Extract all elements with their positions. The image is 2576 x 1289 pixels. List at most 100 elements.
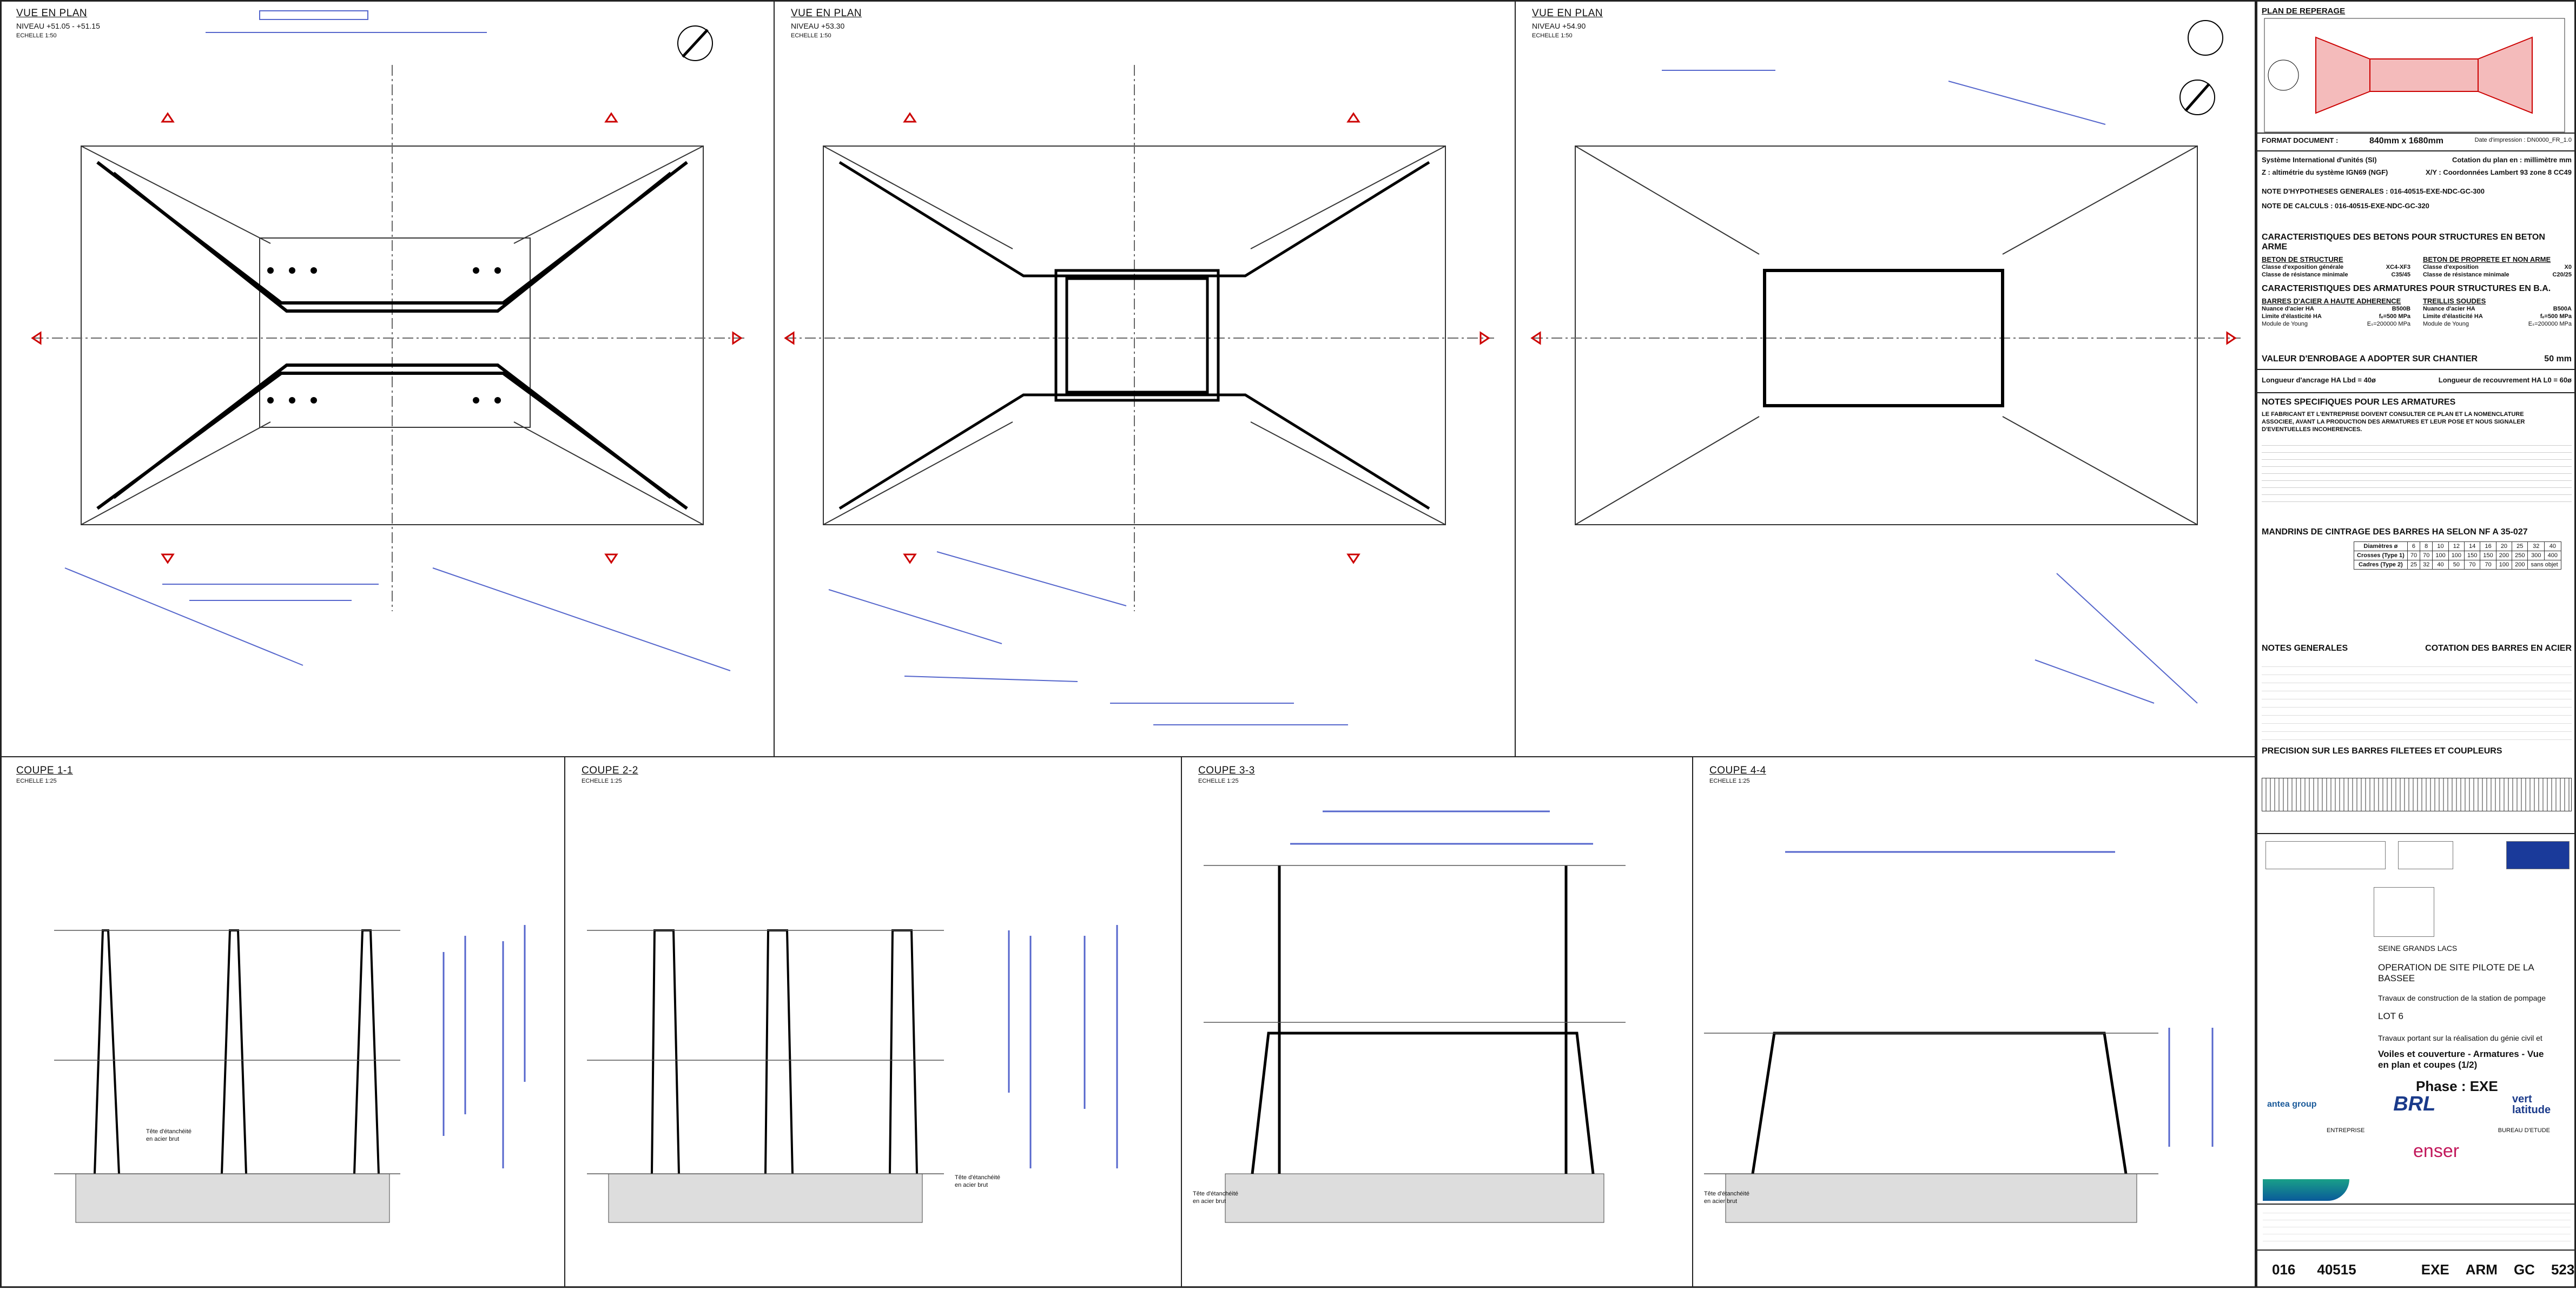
view-scale: ECHELLE 1:50: [16, 32, 57, 39]
enrobage-label: VALEUR D'ENROBAGE A ADOPTER SUR CHANTIER: [2262, 354, 2478, 363]
classe-res2-value: C20/25: [2552, 272, 2572, 278]
xy-system: X/Y : Coordonnées Lambert 93 zone 8 CC49: [2426, 168, 2572, 176]
cell: 200: [2512, 560, 2528, 570]
section-label: Tête d'étanchéité en acier brut: [1193, 1191, 1239, 1205]
module-label: Module de Young: [2262, 321, 2308, 327]
module2-label: Module de Young: [2422, 321, 2469, 327]
cell: 100: [2495, 560, 2513, 570]
view-title: VUE EN PLAN: [791, 8, 862, 19]
phase: Phase : EXE: [2416, 1078, 2498, 1094]
section-4: COUPE 4-4 ECHELLE 1:25 Tête d'étanchéité…: [1693, 757, 2256, 1288]
cell: 70: [2407, 551, 2421, 560]
units-block: Système International d'unités (SI)Cotat…: [2262, 156, 2572, 210]
concrete-title: CARACTERISTIQUES DES BETONS POUR STRUCTU…: [2262, 233, 2545, 252]
cell: 16: [2480, 541, 2496, 551]
cell: 25: [2407, 560, 2421, 570]
classe-res-value: C35/45: [2391, 272, 2411, 278]
cell: 200: [2495, 551, 2513, 560]
bureau-label: BUREAU D'ETUDE: [2498, 1127, 2550, 1134]
note-hypotheses: NOTE D'HYPOTHESES GENERALES : 016-40515-…: [2262, 187, 2485, 195]
view-level: NIVEAU +54.90: [1532, 22, 1586, 30]
section-2: COUPE 2-2 ECHELLE 1:25 Tête d'étanchéité…: [565, 757, 1182, 1288]
section-3: COUPE 3-3 ECHELLE 1:25 Tête d'étanchéité…: [1182, 757, 1693, 1288]
section-drawing-1: [54, 925, 526, 1223]
cell: 8: [2420, 541, 2433, 551]
treillis: TREILLIS SOUDES: [2422, 297, 2486, 305]
code-part: GC: [2513, 1261, 2535, 1278]
classe-expo-label: Classe d'exposition générale: [2262, 264, 2344, 270]
cadres-label: Cadres (Type 2): [2354, 560, 2408, 570]
cell: 25: [2512, 541, 2528, 551]
z-system: Z : altimétrie du système IGN69 (NGF): [2262, 168, 2388, 176]
format-value: 840mm x 1680mm: [2369, 136, 2443, 146]
code-part: ARM: [2465, 1261, 2498, 1278]
plan-view-3: VUE EN PLAN NIVEAU +54.90 ECHELLE 1:50: [1516, 0, 2256, 757]
antea-logo: antea group: [2267, 1099, 2317, 1109]
project-info: SEINE GRANDS LACS OPERATION DE SITE PILO…: [2262, 944, 2572, 1095]
general-notes-title: NOTES GENERALES: [2262, 644, 2348, 653]
cell: 20: [2495, 541, 2513, 551]
limite-value: fₑ=500 MPa: [2379, 313, 2411, 320]
plan-drawing-3: [1530, 20, 2241, 704]
enrobage-value: 50 mm: [2544, 354, 2572, 363]
cell: 70: [2480, 560, 2496, 570]
view-title: VUE EN PLAN: [16, 8, 88, 19]
cell: 150: [2464, 551, 2481, 560]
rebar-notes: NOTES SPECIFIQUES POUR LES ARMATURES LE …: [2262, 398, 2572, 504]
mandrins-title: MANDRINS DE CINTRAGE DES BARRES HA SELON…: [2262, 527, 2528, 537]
section-label: Tête d'étanchéité en acier brut: [955, 1174, 1001, 1188]
classe-expo2-label: Classe d'exposition: [2422, 264, 2479, 270]
nuance-value: B500B: [2392, 306, 2411, 312]
section-label: Tête d'étanchéité en acier brut: [1704, 1191, 1750, 1205]
rebar-characteristics: CARACTERISTIQUES DES ARMATURES POUR STRU…: [2262, 284, 2572, 328]
section-title: COUPE 1-1: [16, 765, 73, 776]
plan-view-2: VUE EN PLAN NIVEAU +53.30 ECHELLE 1:50: [775, 0, 1516, 757]
travaux: Travaux de construction de la station de…: [2378, 994, 2546, 1002]
wave-logo: [2263, 1179, 2349, 1201]
vert-latitude-logo: vert latitude: [2512, 1093, 2551, 1116]
cell: 40: [2432, 560, 2449, 570]
state-logo: [2398, 841, 2453, 869]
code-part: EXE: [2421, 1261, 2449, 1278]
recouvrement: Longueur de recouvrement HA L0 = 60ø: [2438, 376, 2572, 384]
cell: 50: [2448, 560, 2465, 570]
title-block: PLAN DE REPERAGE FORMAT DOCUMENT :840mm …: [2256, 0, 2576, 1288]
section-label: Tête d'étanchéité en acier brut: [146, 1128, 192, 1142]
module2-value: Eₛ=200000 MPa: [2528, 321, 2572, 327]
location-plan: [2264, 18, 2565, 133]
plan-reperage-title: PLAN DE REPERAGE: [2262, 6, 2346, 16]
cell: sans objet: [2527, 560, 2561, 570]
entreprise-label: ENTREPRISE: [2327, 1127, 2365, 1134]
section-1: COUPE 1-1 ECHELLE 1:25 Tête d'étanchéité…: [0, 757, 565, 1288]
nuance2-value: B500A: [2553, 306, 2572, 312]
cell: 32: [2527, 541, 2545, 551]
print-date: Date d'impression : DN0000_FR_1.0: [2474, 137, 2572, 143]
cell: 6: [2407, 541, 2421, 551]
enser-logo: enser: [2413, 1141, 2460, 1161]
classe-expo-value: XC4-XF3: [2386, 264, 2411, 270]
code-part: 40515: [2317, 1261, 2356, 1278]
seine-grands-lacs-logo: [2374, 887, 2434, 937]
cell: 70: [2420, 551, 2433, 560]
cell: 14: [2464, 541, 2481, 551]
cell: 32: [2420, 560, 2433, 570]
brl-logo: BRL: [2393, 1093, 2436, 1115]
view-level: NIVEAU +53.30: [791, 22, 845, 30]
limite2-label: Limite d'élasticité HA: [2422, 313, 2483, 320]
enrobage-row: VALEUR D'ENROBAGE A ADOPTER SUR CHANTIER…: [2262, 354, 2572, 364]
code-part: 016: [2272, 1261, 2296, 1278]
nuance2-label: Nuance d'acier HA: [2422, 306, 2475, 312]
crosses-label: Crosses (Type 1): [2354, 551, 2408, 560]
view-title: VUE EN PLAN: [1532, 8, 1603, 19]
section-scale: ECHELLE 1:25: [582, 778, 622, 784]
precision-title: PRECISION SUR LES BARRES FILETEES ET COU…: [2262, 746, 2502, 756]
barres-ha: BARRES D'ACIER A HAUTE ADHERENCE: [2262, 297, 2401, 305]
classe-expo2-value: X0: [2564, 264, 2572, 270]
rebar-title: CARACTERISTIQUES DES ARMATURES POUR STRU…: [2262, 284, 2551, 293]
cell: 400: [2544, 551, 2561, 560]
diam-label: Diamètres ø: [2354, 541, 2408, 551]
si-units: Système International d'unités (SI): [2262, 156, 2377, 164]
